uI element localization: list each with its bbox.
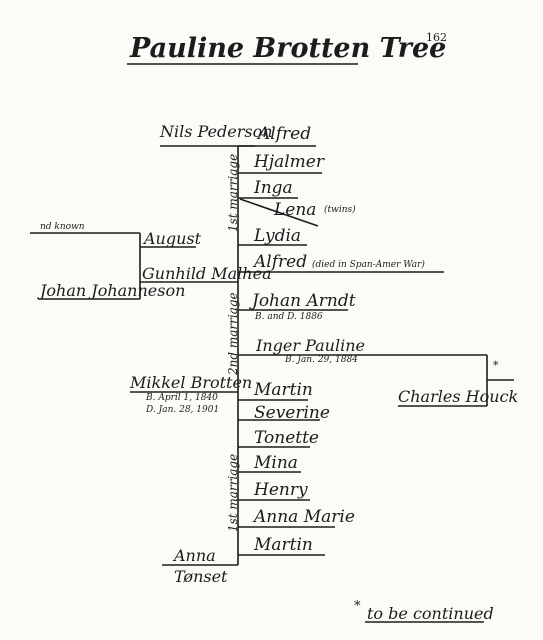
child-tonette: Tonette (254, 428, 319, 448)
second-marriage-label: 2nd marriage (226, 292, 240, 375)
alfred-death-note: (died in Span-Amer War) (312, 260, 425, 270)
child-inger-pauline: Inger Pauline (256, 336, 365, 355)
page-number: 162 (426, 31, 447, 44)
child-martin-2: Martin (254, 535, 313, 555)
child-lena: Lena (274, 200, 317, 220)
child-johan-arndt: Johan Arndt (252, 291, 356, 311)
inger-pauline-dates: B. Jan. 29, 1884 (285, 355, 358, 365)
person-august: August (144, 229, 202, 248)
nils-first-marriage-label: 1st marriage (226, 153, 240, 232)
person-nils-pederson: Nils Pederson (160, 122, 273, 141)
person-gunhild-malhea: Gunhild Malhea (142, 264, 272, 283)
twins-note: (twins) (324, 205, 356, 215)
person-mikkel-brotten: Mikkel Brotten (130, 373, 253, 392)
child-severine: Severine (254, 403, 330, 423)
child-henry: Henry (254, 480, 308, 500)
person-johan-johanneson: Johan Johanneson (40, 281, 186, 300)
child-alfred: Alfred (258, 124, 312, 144)
child-inga: Inga (254, 178, 293, 198)
child-martin: Martin (254, 380, 313, 400)
mikkel-death-date: D. Jan. 28, 1901 (146, 405, 220, 415)
person-tonset: Tønset (174, 567, 228, 586)
footnote-text: to be continued (367, 604, 494, 623)
person-charles-houck: Charles Houck (398, 387, 519, 406)
child-anna-marie: Anna Marie (254, 507, 355, 527)
child-alfred-2: Alfred (254, 252, 308, 272)
johan-arndt-dates: B. and D. 1886 (255, 312, 323, 322)
continued-marker: * (493, 359, 499, 372)
child-lydia: Lydia (254, 226, 302, 246)
child-hjalmer: Hjalmer (254, 152, 324, 172)
person-anna: Anna (174, 546, 216, 565)
page-title: Pauline Brotten Tree (130, 33, 447, 64)
mikkel-first-marriage-label: 1st marriage (226, 453, 240, 532)
mikkel-birth-date: B. April 1, 1840 (146, 393, 218, 403)
person-not-known: nd known (40, 222, 85, 232)
child-mina: Mina (254, 453, 298, 473)
footnote-marker: * (354, 599, 361, 614)
